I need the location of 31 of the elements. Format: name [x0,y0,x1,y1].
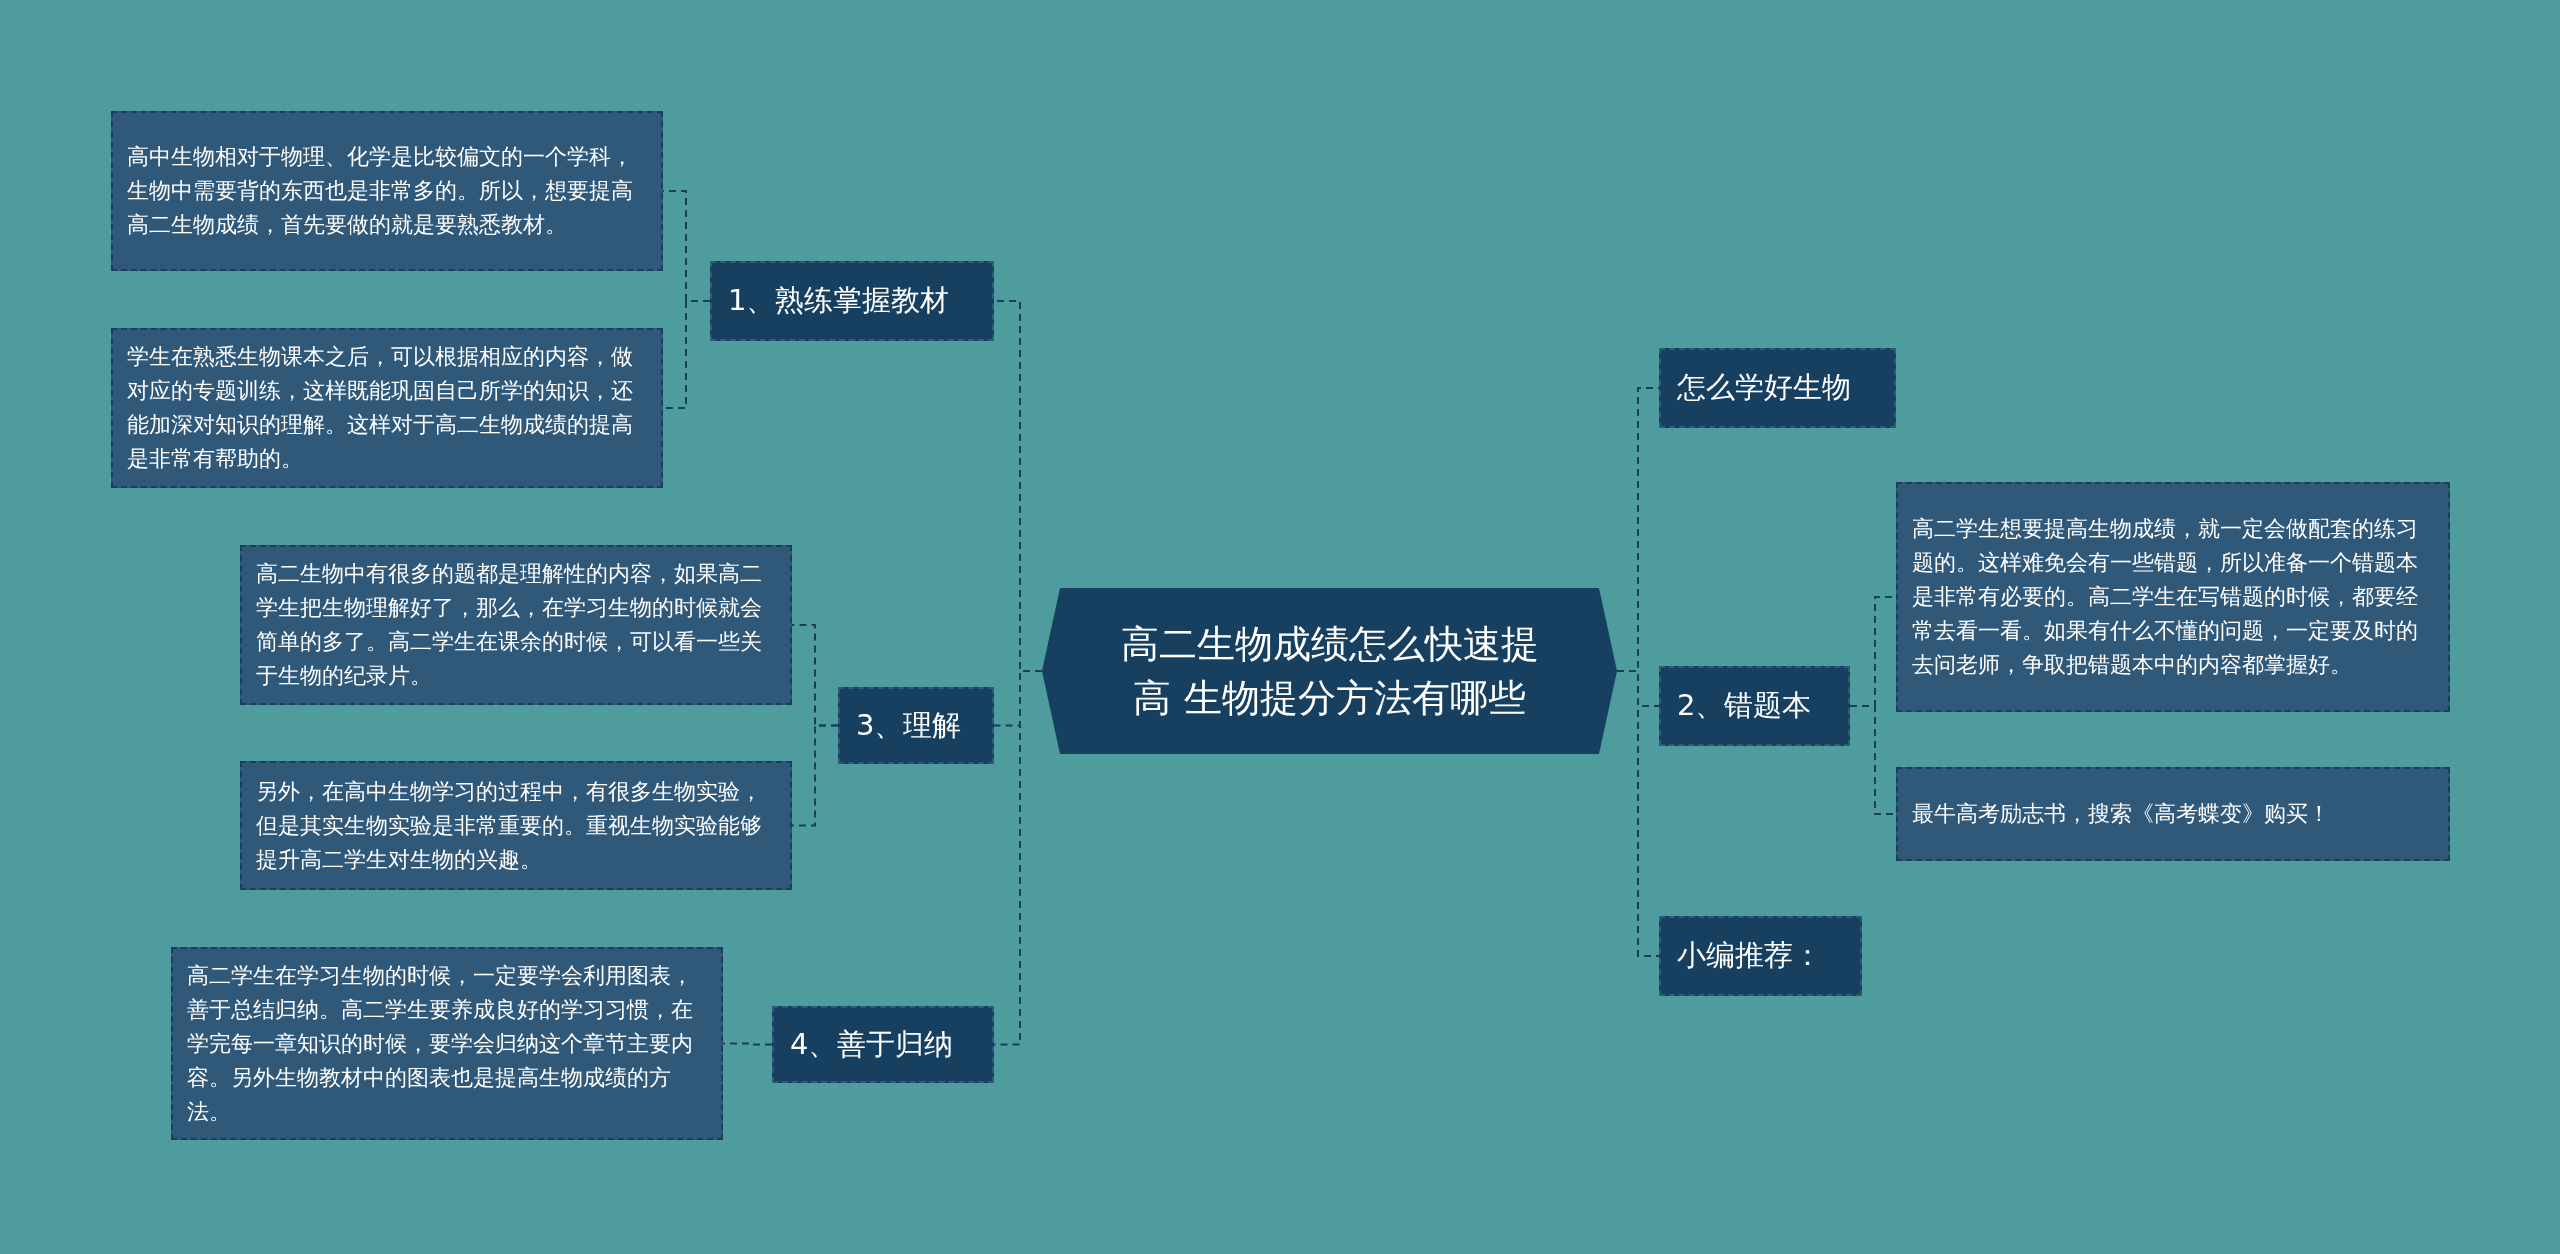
connector-line [722,1042,773,1046]
topic-box [838,687,994,764]
note-box [240,761,792,890]
note-box [240,545,792,705]
node-text: 1、熟练掌握教材 [728,282,950,319]
node-text: 高中生物相对于物理、化学是比较偏文的一个学科，生物中需要背的东西也是非常多的。所以，想要提高高二生物成绩，首先要做的就是要熟悉教材。 [127,143,634,239]
note-box [1896,767,2450,861]
node-text: 高二生物成绩怎么快速提高 生物提分方法有哪些 [1119,621,1540,722]
node-text: 高二学生在学习生物的时候，一定要学会利用图表，善于总结归纳。高二学生要养成良好的学习习惯，在学完每一章知识的时候，要学会归纳这个章节主要内容。另外生物教材中的图表也是提高生物成绩的方法。 [187,961,694,1126]
note-box [1896,482,2450,712]
node-text: 2、错题本 [1677,687,1812,724]
node-text: 怎么学好生物 [1677,369,1851,406]
node-text: 高二学生想要提高生物成绩，就一定会做配套的练习题的。这样难免会有一些错题，所以准备一个错题本是非常有必要的。高二学生在写错题的时候，都要经常去看一看。如果有什么不懂的问题，一定要及时的去问老师，争取把错题本中的内容都掌握好。 [1912,515,2419,679]
node-text: 学生在熟悉生物课本之后，可以根据相应的内容，做对应的专题训练，这样既能巩固自己所学的知识，还能加深对知识的理解。这样对于高二生物成绩的提高是非常有帮助的。 [127,343,634,473]
topic-box [710,261,994,341]
node-text: 高二生物中有很多的题都是理解性的内容，如果高二学生把生物理解好了，那么，在学习生物的时候就会简单的多了。高二学生在课余的时候，可以看一些关于生物的纪录片。 [256,560,763,690]
node-text: 3、理解 [856,706,962,744]
note-box [111,328,663,488]
central-topic-box [1042,588,1617,754]
topic-box [1659,666,1850,746]
node-text: 小编推荐： [1677,937,1822,974]
note-box [171,947,723,1140]
node-text: 4、善于归纳 [790,1025,954,1063]
topic-box [772,1006,994,1083]
node-text: 另外，在高中生物学习的过程中，有很多生物实验，但是其实生物实验是非常重要的。重视生物实验能够提升高二学生对生物的兴趣。 [256,777,763,874]
note-box [111,111,663,271]
topic-box [1659,916,1862,996]
connector-line [1616,670,1660,957]
connector-line [791,724,839,827]
topic-box [1659,348,1896,428]
node-text: 最牛高考励志书，搜索《高考蝶变》购买！ [1912,800,2330,828]
